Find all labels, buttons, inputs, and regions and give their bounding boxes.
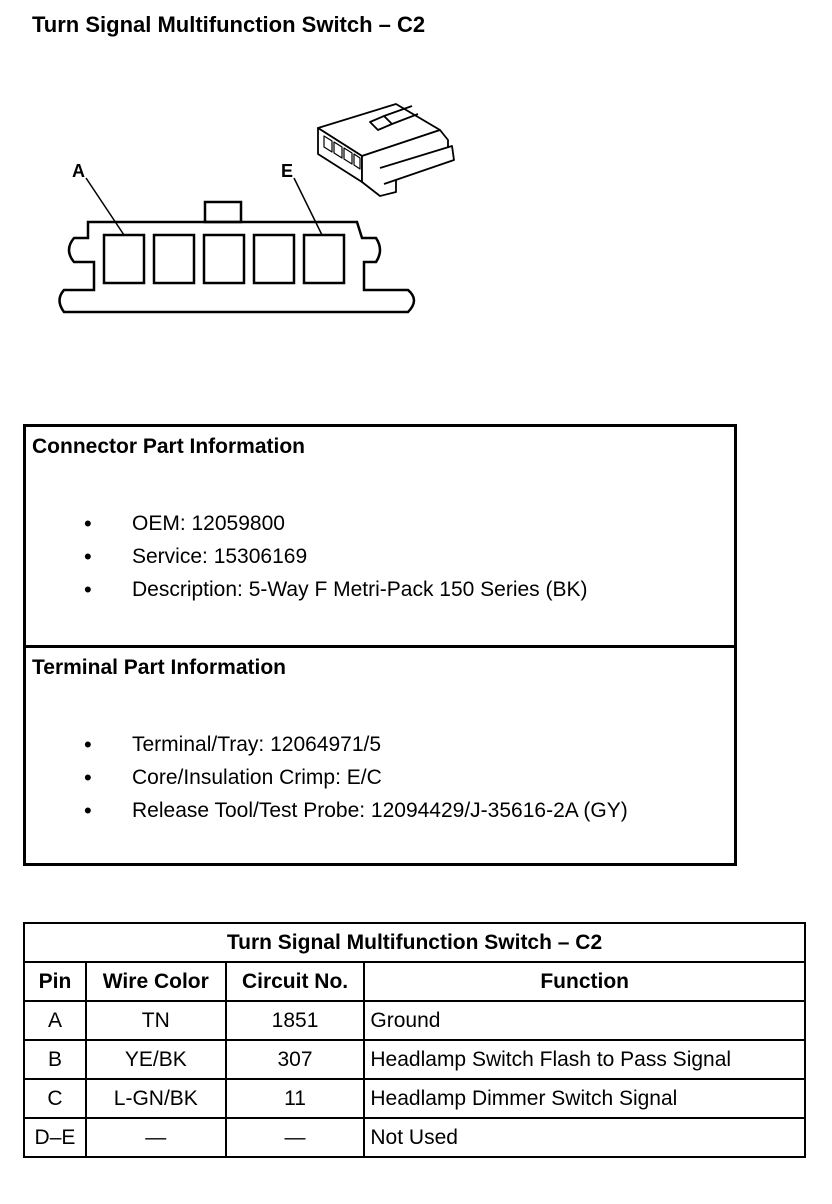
connector-part-info-title: Connector Part Information <box>32 435 306 458</box>
cell-function: Not Used <box>363 1117 806 1158</box>
connector-part-info: Connector Part Information OEM: 12059800… <box>26 427 734 648</box>
cell-circuit-no: — <box>224 1117 366 1158</box>
table-row: C L-GN/BK 11 Headlamp Dimmer Switch Sign… <box>23 1078 806 1119</box>
connector-face-outline <box>58 220 416 314</box>
cell-wire-color: — <box>84 1117 227 1158</box>
cell-pin: D–E <box>23 1117 87 1158</box>
table-row: B YE/BK 307 Headlamp Switch Flash to Pas… <box>23 1039 806 1080</box>
list-item: Release Tool/Test Probe: 12094429/J-3561… <box>26 794 628 827</box>
list-item: Terminal/Tray: 12064971/5 <box>26 728 628 761</box>
cell-wire-color: L-GN/BK <box>84 1078 227 1119</box>
header-function: Function <box>363 961 806 1002</box>
cell-function: Headlamp Switch Flash to Pass Signal <box>363 1039 806 1080</box>
table-row: A TN 1851 Ground <box>23 1000 806 1041</box>
pin-table: Turn Signal Multifunction Switch – C2 Pi… <box>23 922 806 1158</box>
cell-function: Headlamp Dimmer Switch Signal <box>363 1078 806 1119</box>
part-info-box: Connector Part Information OEM: 12059800… <box>23 424 737 866</box>
list-item: OEM: 12059800 <box>26 507 588 540</box>
cell-circuit-no: 1851 <box>224 1000 366 1041</box>
cell-circuit-no: 307 <box>224 1039 366 1080</box>
label-e: E <box>281 161 293 181</box>
page-title: Turn Signal Multifunction Switch – C2 <box>32 12 426 37</box>
list-item: Description: 5-Way F Metri-Pack 150 Seri… <box>26 573 588 606</box>
cavity-a <box>102 233 146 285</box>
cell-wire-color: YE/BK <box>84 1039 227 1080</box>
table-title-row: Turn Signal Multifunction Switch – C2 <box>23 922 806 963</box>
terminal-part-list: Terminal/Tray: 12064971/5 Core/Insulatio… <box>26 728 628 827</box>
cell-wire-color: TN <box>84 1000 227 1041</box>
list-item: Service: 15306169 <box>26 540 588 573</box>
leader-line-e <box>293 177 323 236</box>
header-wire-color: Wire Color <box>84 961 227 1002</box>
connector-part-list: OEM: 12059800 Service: 15306169 Descript… <box>26 507 588 606</box>
terminal-part-info-title: Terminal Part Information <box>32 656 286 679</box>
header-circuit-no: Circuit No. <box>224 961 366 1002</box>
connector-diagram: A E <box>58 103 455 314</box>
cell-pin: B <box>23 1039 87 1080</box>
cavity-b <box>152 233 196 285</box>
header-pin: Pin <box>23 961 87 1002</box>
table-header-row: Pin Wire Color Circuit No. Function <box>23 961 806 1002</box>
terminal-part-info: Terminal Part Information Terminal/Tray:… <box>26 648 734 863</box>
cavity-e <box>302 233 346 285</box>
cell-pin: A <box>23 1000 87 1041</box>
cell-function: Ground <box>363 1000 806 1041</box>
leader-line-a <box>85 177 125 236</box>
cavity-c <box>202 233 246 285</box>
table-title: Turn Signal Multifunction Switch – C2 <box>23 922 806 963</box>
cell-pin: C <box>23 1078 87 1119</box>
cavity-d <box>252 233 296 285</box>
connector-iso-illustration <box>317 103 455 197</box>
list-item: Core/Insulation Crimp: E/C <box>26 761 628 794</box>
cell-circuit-no: 11 <box>224 1078 366 1119</box>
locking-tab <box>203 200 243 224</box>
table-row: D–E — — Not Used <box>23 1117 806 1158</box>
label-a: A <box>72 161 85 181</box>
